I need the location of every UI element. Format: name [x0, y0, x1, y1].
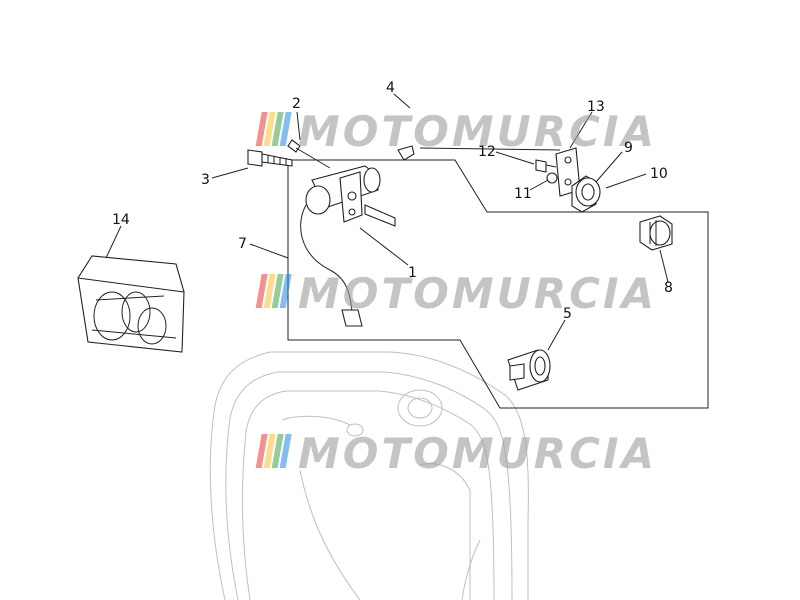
watermark-top: MOTOMURCIA	[255, 107, 657, 156]
callout-12: 12	[478, 144, 496, 160]
watermark-text: MOTOMURCIA	[298, 107, 657, 156]
part-4-clip	[397, 145, 415, 161]
part-2-small-screw	[287, 139, 331, 169]
callout-5: 5	[563, 306, 572, 322]
watermark-stripe	[279, 112, 292, 146]
callout-labels: 1 2 3 4 5 7 8 9 10 11 12 13 14	[112, 80, 673, 322]
part-3-bolt	[247, 149, 293, 167]
watermark-stripe	[263, 112, 276, 146]
watermark-bottom: MOTOMURCIA	[255, 429, 657, 478]
watermark-stripe	[271, 434, 284, 468]
watermark-stripe	[255, 434, 268, 468]
watermark-stripe	[255, 112, 268, 146]
callout-9: 9	[624, 140, 633, 156]
callout-13: 13	[587, 99, 605, 115]
callout-11: 11	[514, 186, 532, 202]
watermark-stripe	[271, 274, 284, 308]
leader-lines	[105, 93, 669, 351]
part-8-lock-barrel	[639, 215, 673, 251]
watermark-stripe	[255, 274, 268, 308]
callout-1: 1	[408, 265, 417, 281]
callout-7: 7	[238, 236, 247, 252]
watermark-middle: MOTOMURCIA	[255, 269, 657, 318]
watermark-stripe	[263, 434, 276, 468]
part-1-lock-cylinder	[300, 165, 396, 327]
watermark-stripe	[263, 274, 276, 308]
callout-10: 10	[650, 166, 668, 182]
part-14-kit-bag	[77, 255, 185, 353]
body-panel-outline	[209, 351, 529, 600]
part-11-12-screw-washer	[535, 159, 558, 184]
callout-2: 2	[292, 96, 301, 112]
watermark-text: MOTOMURCIA	[298, 269, 657, 318]
part-9-10-nut-ring	[571, 175, 601, 213]
assembly-frame	[287, 159, 709, 409]
watermark-stripe	[271, 112, 284, 146]
watermark-stripe	[279, 434, 292, 468]
callout-3: 3	[201, 172, 210, 188]
part-5-lock-cylinder	[507, 349, 551, 391]
callout-4: 4	[386, 80, 395, 96]
callout-8: 8	[664, 280, 673, 296]
watermark-stripe	[279, 274, 292, 308]
watermark-text: MOTOMURCIA	[298, 429, 657, 478]
callout-14: 14	[112, 212, 130, 228]
